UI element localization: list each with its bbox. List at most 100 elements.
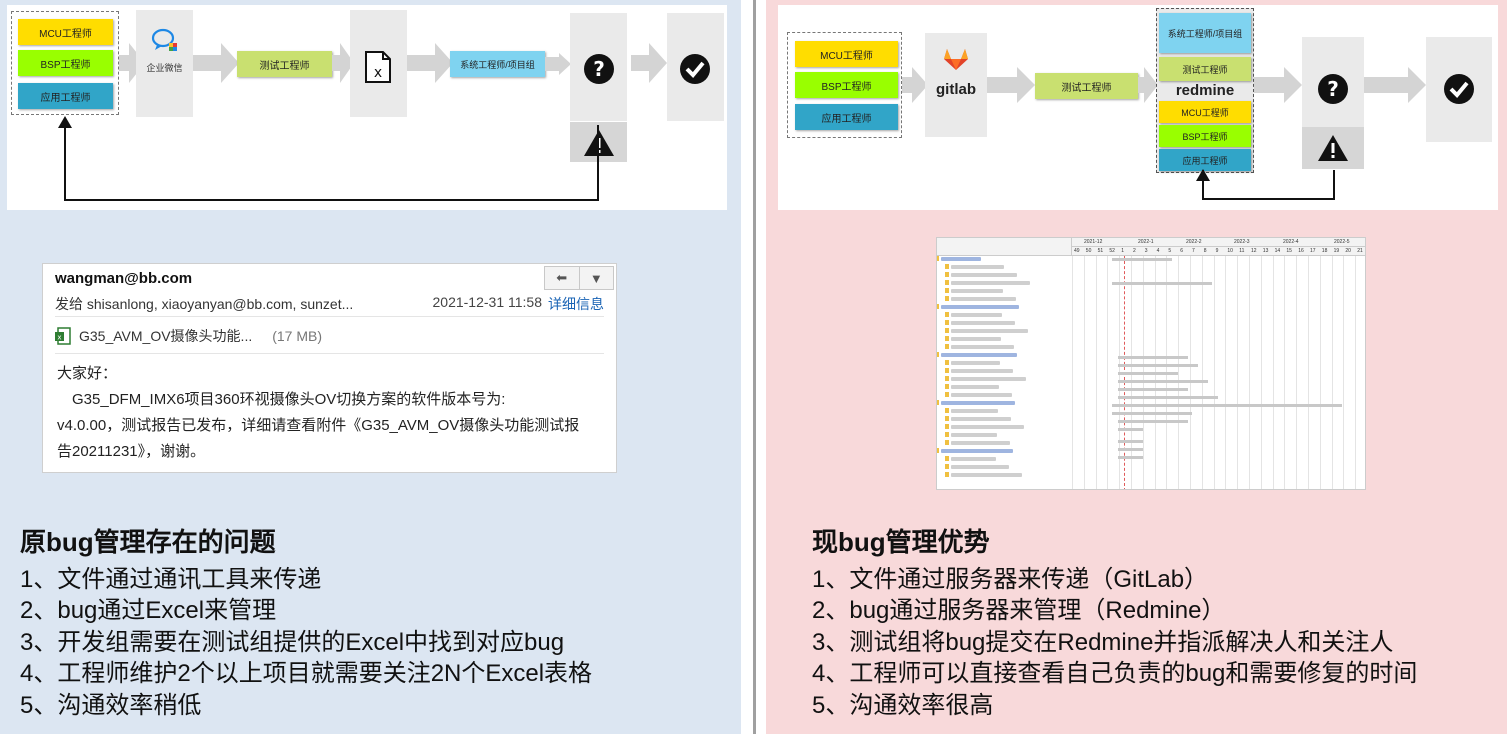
- feedback-arrowhead: [58, 116, 72, 128]
- gantt-week-label: 11: [1239, 248, 1245, 254]
- gantt-task-row: [951, 297, 1016, 301]
- svg-text:?: ?: [593, 57, 605, 81]
- gantt-bar: [1118, 396, 1218, 399]
- gantt-bar: [1118, 380, 1208, 383]
- attachment-name: G35_AVM_OV摄像头功能...: [79, 328, 253, 344]
- gantt-grid-line: [1225, 256, 1227, 489]
- folder-icon: [945, 440, 949, 445]
- email-body-line: 大家好：: [57, 365, 118, 382]
- gantt-period-header: 2021-12 2022-1 2022-2 2022-3 2022-4 2022…: [1072, 238, 1365, 247]
- redmine-app: 应用工程师: [1159, 149, 1251, 171]
- flow-arrow: [407, 43, 453, 83]
- gantt-week-label: 17: [1310, 248, 1316, 254]
- chevron-down-icon[interactable]: ▼: [578, 267, 614, 289]
- gantt-week-label: 4: [1156, 248, 1160, 254]
- gantt-task-row: [951, 281, 1030, 285]
- email-attachment[interactable]: x G35_AVM_OV摄像头功能... (17 MB): [55, 322, 605, 350]
- folder-icon: [945, 264, 949, 269]
- gantt-task-row: [951, 441, 1010, 445]
- gantt-week-label: 13: [1262, 248, 1269, 254]
- done-box: [1426, 37, 1492, 142]
- folder-icon: [945, 288, 949, 293]
- gantt-bar: [1112, 258, 1172, 261]
- left-point: 4、工程师维护2个以上项目就需要关注2N个Excel表格: [20, 660, 593, 687]
- gantt-grid-line: [1343, 256, 1345, 489]
- flow-arrow: [1364, 67, 1426, 103]
- role-mcu: MCU工程师: [795, 41, 898, 67]
- warning-icon: [584, 130, 614, 156]
- folder-icon: [945, 368, 949, 373]
- divider: [55, 316, 604, 317]
- folder-icon: [945, 272, 949, 277]
- done-box: [667, 13, 724, 121]
- gantt-week-label: 3: [1144, 248, 1148, 254]
- sysengineer-box: 系统工程师/项目组: [450, 51, 545, 77]
- gantt-period-label: 2022-4: [1283, 239, 1299, 245]
- gantt-task-row: [951, 425, 1024, 429]
- gantt-grid-line: [1308, 256, 1309, 489]
- folder-icon: [945, 456, 949, 461]
- gantt-week-label: 50: [1085, 248, 1092, 254]
- folder-icon: [937, 304, 939, 309]
- gantt-grid-line: [1237, 256, 1239, 489]
- folder-icon: [945, 320, 949, 325]
- folder-icon: [945, 328, 949, 333]
- gantt-grid-line: [1072, 256, 1073, 489]
- folder-icon: [945, 360, 949, 365]
- gantt-task-row: [951, 273, 1017, 277]
- folder-icon: [945, 432, 949, 437]
- gantt-grid-line: [1296, 256, 1298, 489]
- feedback-arrowhead: [1196, 169, 1210, 181]
- gantt-bar: [1118, 456, 1143, 459]
- email-body: 大家好： G35_DFM_IMX6项目360环视摄像头OV切换方案的软件版本号为…: [57, 361, 607, 465]
- gantt-week-label: 52: [1109, 248, 1115, 254]
- flow-arrow: [902, 67, 928, 103]
- gantt-grid-line: [1095, 256, 1097, 489]
- folder-icon: [945, 376, 949, 381]
- role-group-box: [787, 32, 902, 138]
- right-heading: 现bug管理优势: [812, 527, 990, 557]
- gantt-task-row: [951, 345, 1014, 349]
- excel-file-icon: x: [365, 51, 391, 83]
- folder-icon: [937, 352, 939, 357]
- folder-icon: [945, 472, 949, 477]
- sysengineer-box: 系统工程师/项目组: [1159, 13, 1251, 53]
- warning-icon: [1318, 135, 1348, 161]
- gantt-week-label: 2: [1133, 248, 1136, 254]
- gantt-grid-line: [1284, 256, 1286, 489]
- gantt-bar: [1112, 412, 1192, 415]
- role-app: 应用工程师: [18, 83, 113, 109]
- gantt-bar: [1118, 420, 1188, 423]
- flow-arrow: [1254, 67, 1302, 103]
- folder-icon: [945, 312, 949, 317]
- right-point: 1、文件通过服务器来传递（GitLab）: [812, 566, 1209, 593]
- wecom-box: 企业微信: [136, 10, 193, 117]
- attachment-size: (17 MB): [272, 328, 323, 344]
- gantt-week-label: 16: [1298, 248, 1304, 254]
- gantt-week-label: 5: [1168, 248, 1172, 254]
- gantt-task-list: [937, 256, 1072, 489]
- role-app: 应用工程师: [795, 104, 898, 130]
- email-detail-link[interactable]: 详细信息: [548, 296, 604, 312]
- folder-icon: [937, 448, 939, 453]
- reply-icon[interactable]: ⬅: [556, 270, 568, 285]
- gantt-task-row: [951, 473, 1022, 477]
- gantt-task-row: [951, 289, 1003, 293]
- right-point: 3、测试组将bug提交在Redmine并指派解决人和关注人: [812, 629, 1394, 656]
- gantt-grid-line: [1319, 256, 1321, 489]
- folder-icon: [945, 408, 949, 413]
- email-from: wangman@bb.com: [55, 270, 193, 287]
- gantt-week-label: 14: [1274, 248, 1281, 254]
- gantt-bar: [1112, 404, 1342, 407]
- gantt-task-row: [951, 465, 1009, 469]
- warning-box: [1302, 127, 1364, 169]
- folder-icon: [937, 400, 939, 405]
- check-circle-icon: [1444, 74, 1474, 104]
- gantt-task-header: [937, 238, 1072, 256]
- flow-arrow: [545, 53, 571, 75]
- gantt-chart: 2021-12 2022-1 2022-2 2022-3 2022-4 2022…: [936, 237, 1366, 490]
- svg-text:x: x: [57, 334, 61, 342]
- excel-box: x: [350, 10, 407, 117]
- folder-icon: [945, 392, 949, 397]
- gantt-task-row: [951, 329, 1028, 333]
